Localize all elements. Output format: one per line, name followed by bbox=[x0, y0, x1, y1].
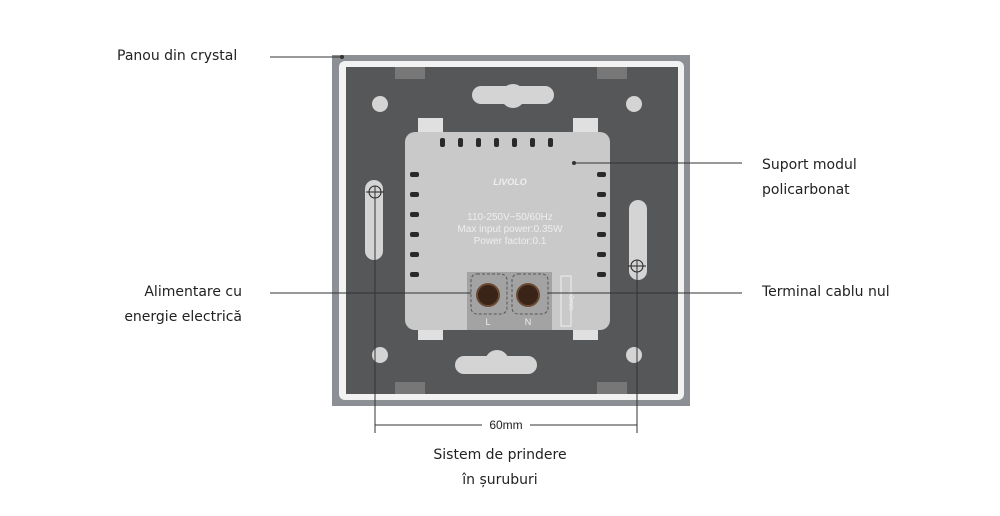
terminal-n-screw bbox=[516, 283, 540, 307]
dimension-label: 60mm bbox=[489, 418, 522, 432]
polycarbonate-module bbox=[405, 132, 610, 330]
callout-crystal-panel: Panou din crystal bbox=[117, 48, 238, 64]
callout-line: Sistem de prindere bbox=[433, 447, 567, 463]
callout-line: energie electrică bbox=[124, 309, 242, 325]
spec-line: Max input power:0.35W bbox=[457, 224, 563, 235]
spec-line: Power factor:0.1 bbox=[474, 236, 547, 247]
brand-logo: LIVOLO bbox=[493, 177, 527, 187]
callout-neutral-terminal: Terminal cablu nul bbox=[762, 284, 890, 300]
strip-length-label: 10mm bbox=[567, 291, 574, 311]
callout-line: Suport modul bbox=[762, 157, 857, 173]
callout-line: Alimentare cu bbox=[144, 284, 242, 300]
terminal-l-screw bbox=[476, 283, 500, 307]
terminal-l-label: L bbox=[485, 317, 490, 327]
terminal-n-label: N bbox=[525, 317, 532, 327]
callout-screw-mount: Sistem de prindere în șuruburi bbox=[400, 443, 600, 493]
callout-line: policarbonat bbox=[762, 182, 850, 198]
spec-line: 110-250V~50/60Hz bbox=[467, 212, 553, 223]
callout-module-support: Suport modul policarbonat bbox=[762, 153, 857, 203]
callout-power-supply: Alimentare cu energie electrică bbox=[124, 280, 242, 330]
callout-line: în șuruburi bbox=[462, 472, 538, 488]
